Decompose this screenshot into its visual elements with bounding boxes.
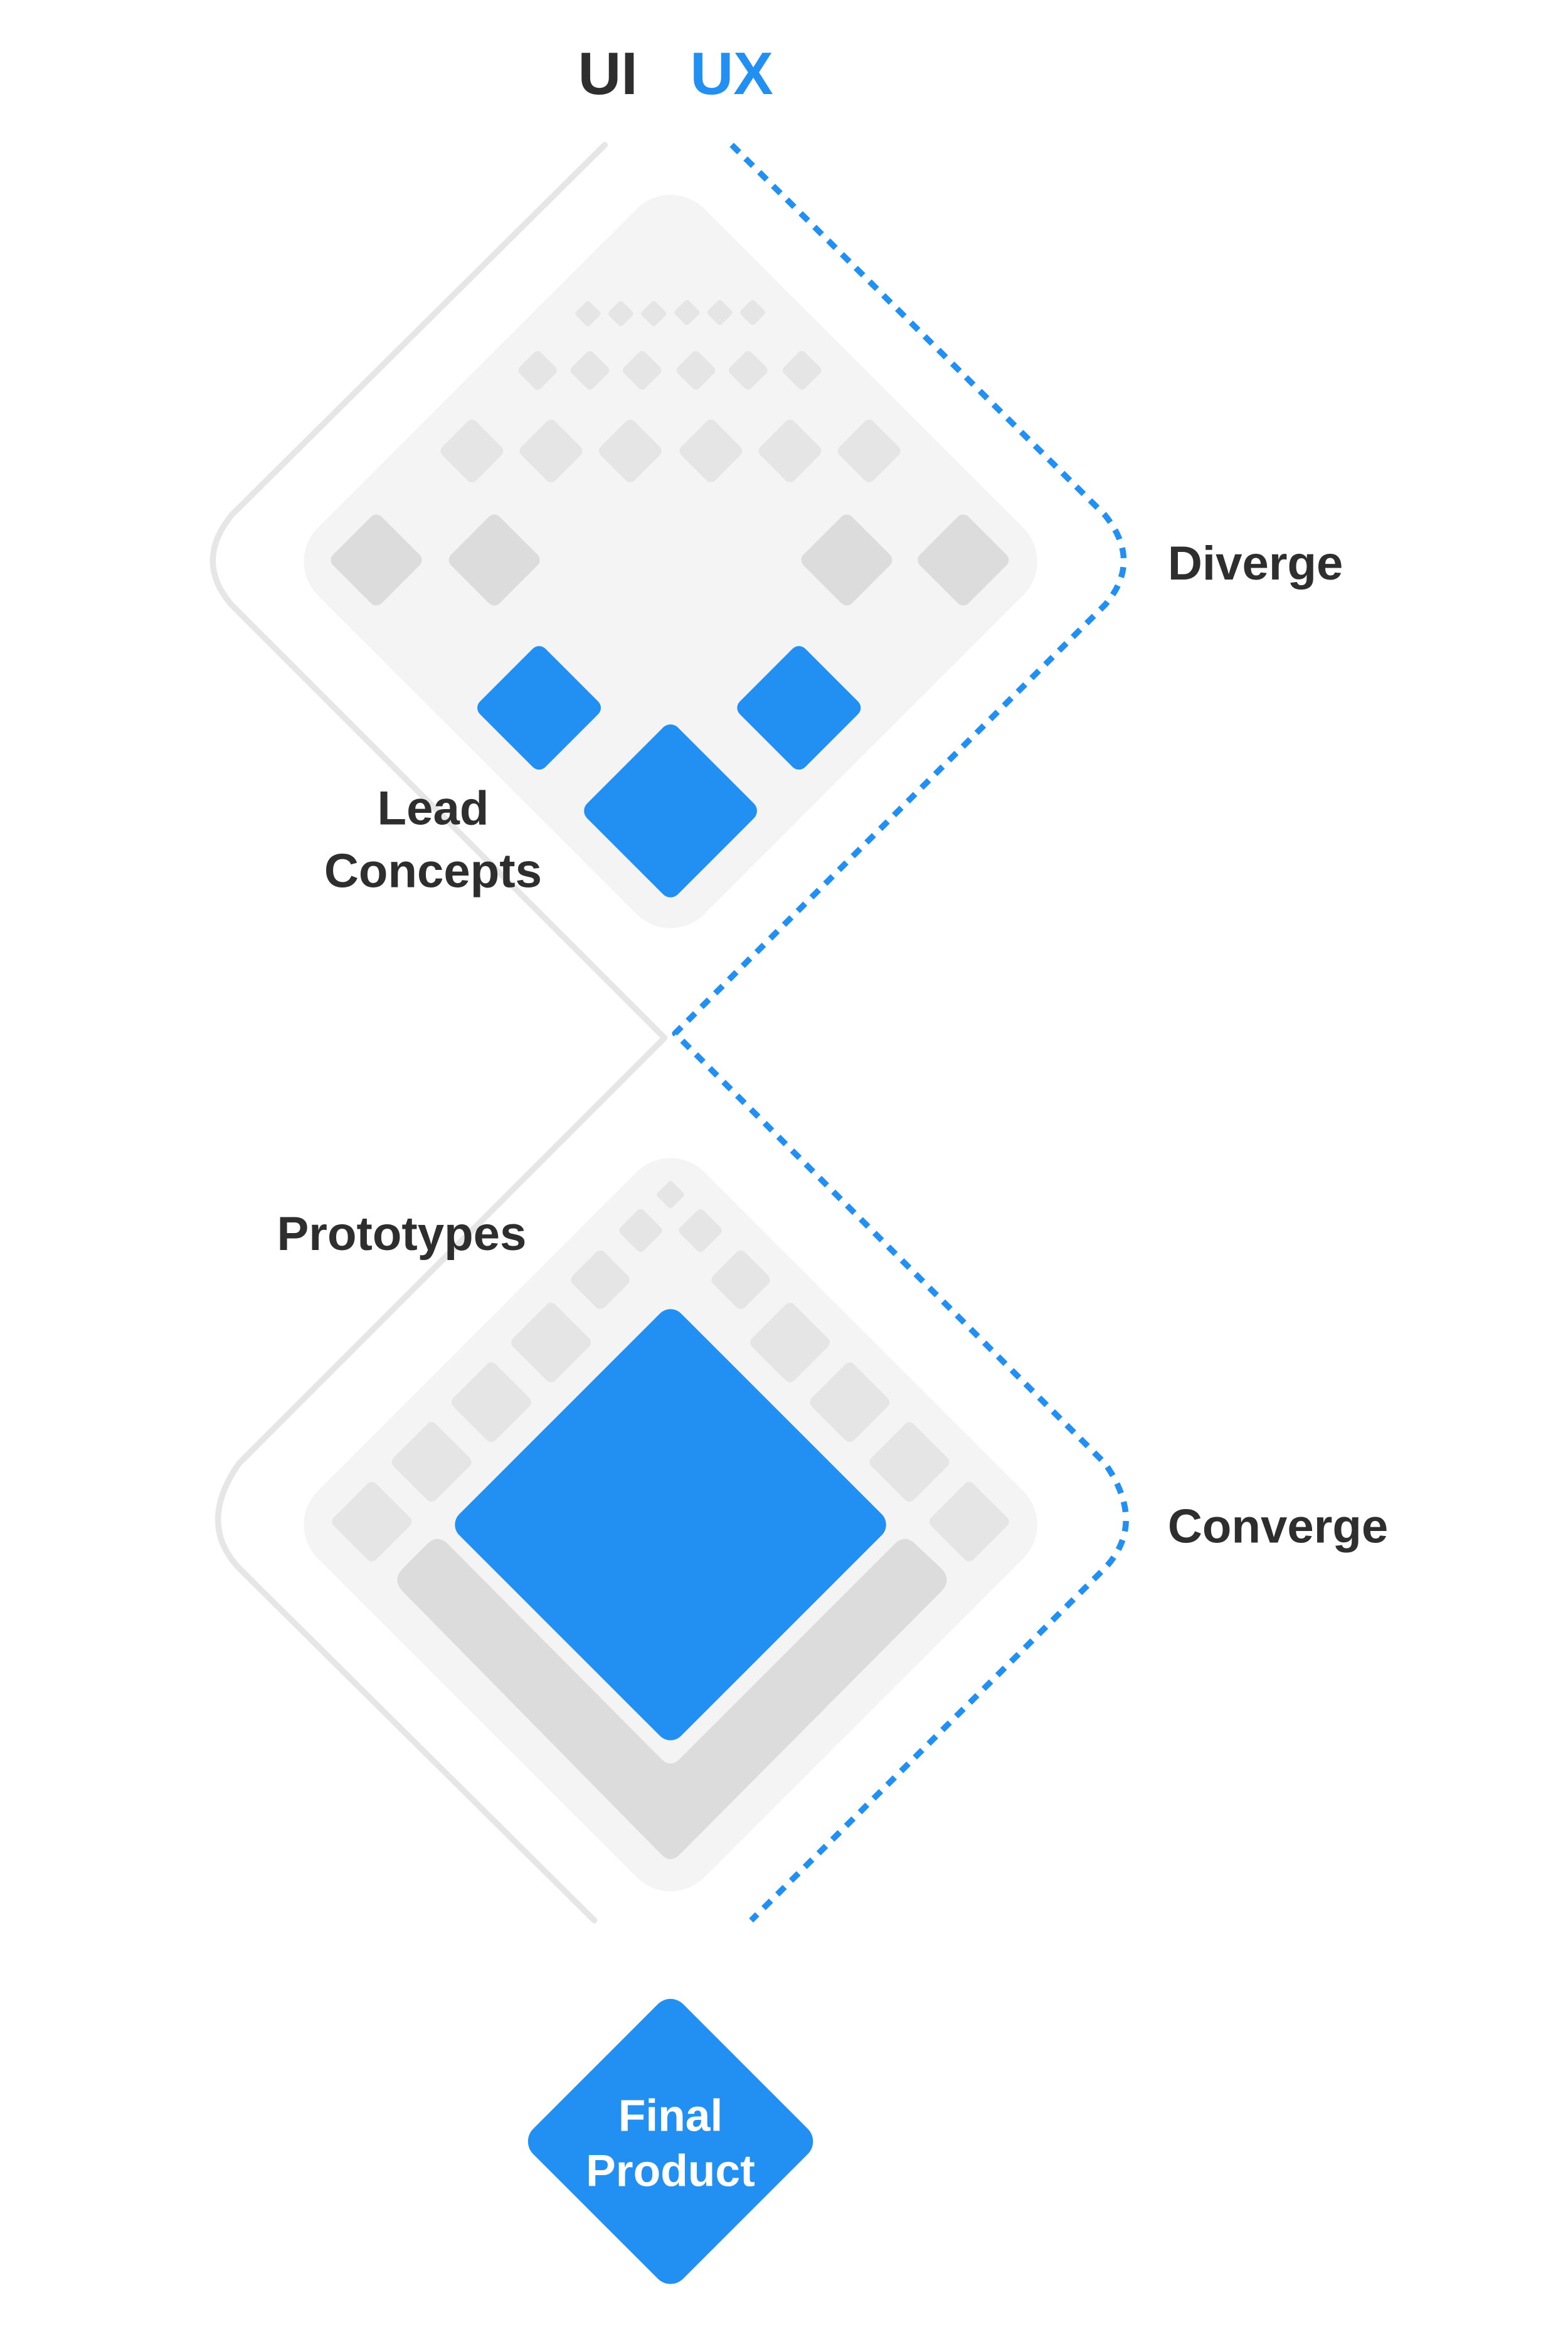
idea-tiles-row-2 bbox=[518, 351, 822, 390]
converge-label: Converge bbox=[1168, 1500, 1388, 1554]
final-product-label-line1: Final bbox=[618, 2091, 723, 2141]
lead-concepts-label-line1: Lead bbox=[378, 781, 489, 835]
ux-heading: UX bbox=[691, 41, 773, 107]
lead-concepts-label-line2: Concepts bbox=[324, 844, 542, 898]
prototypes-label: Prototypes bbox=[277, 1207, 526, 1261]
lead-concept-tiles bbox=[477, 646, 861, 898]
idea-tiles-row-4 bbox=[331, 514, 1009, 606]
final-product-label-line2: Product bbox=[586, 2146, 755, 2196]
prototype-chevron-band bbox=[397, 1539, 947, 1860]
ux-track-dashed-line bbox=[672, 142, 1129, 1923]
diverge-label: Diverge bbox=[1168, 537, 1343, 590]
prototype-tiles-right bbox=[679, 1209, 1009, 1562]
idea-tiles-row-3 bbox=[440, 420, 901, 482]
final-product-diamond bbox=[527, 1999, 813, 2284]
ui-track-line bbox=[209, 142, 668, 1924]
prototype-tiles-left bbox=[332, 1181, 684, 1562]
diverge-panel bbox=[304, 194, 1037, 928]
converged-concept-tile bbox=[455, 1309, 886, 1740]
idea-tiles-row-1 bbox=[575, 300, 765, 326]
ui-heading: UI bbox=[578, 41, 637, 107]
